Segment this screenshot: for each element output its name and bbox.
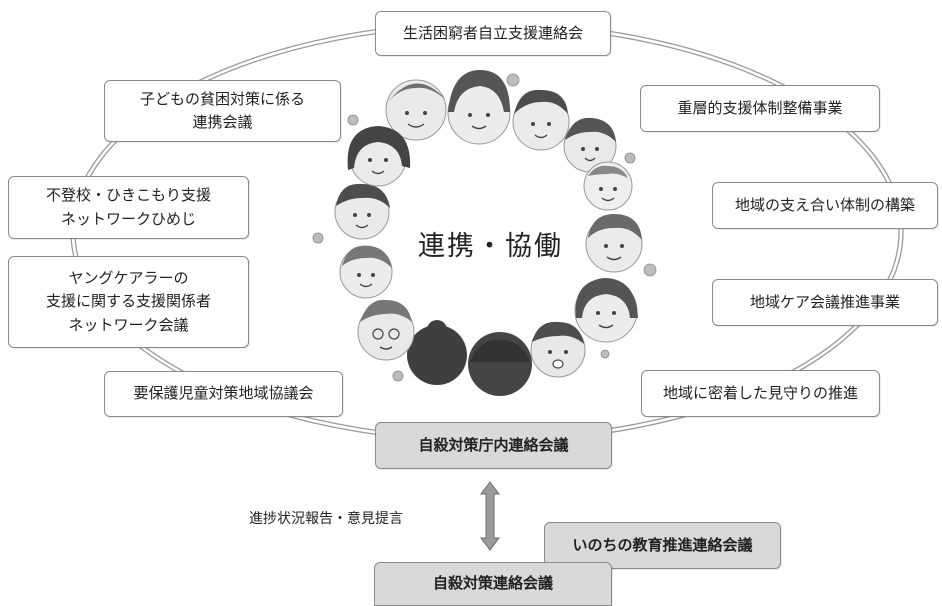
face-6: [585, 214, 643, 273]
face-11: [357, 299, 415, 361]
face-10: [407, 320, 467, 385]
hub-node-chonai-renraku: 自殺対策庁内連絡会議: [375, 422, 612, 469]
node-futoko-hikikomori: 不登校・ひきこもり支援 ネットワークひめじ: [8, 176, 249, 239]
node-mimamori: 地域に密着した見守りの推進: [641, 370, 880, 417]
double-arrow-icon: [480, 481, 500, 551]
flower-decorations: [312, 73, 657, 382]
face-3: [512, 89, 570, 151]
node-jusoteki-shien: 重層的支援体制整備事業: [640, 85, 880, 132]
node-sasaeai-taisei: 地域の支え合い体制の構築: [712, 182, 938, 229]
face-5: [583, 161, 633, 211]
faces-circle-illustration: [312, 70, 657, 396]
face-13: [334, 183, 390, 240]
arrow-label: 進捗状況報告・意見提言: [249, 511, 403, 527]
center-label: 連携・協働: [418, 231, 563, 262]
node-jisatsu-taisaku-renraku: 自殺対策連絡会議: [374, 562, 612, 606]
node-young-carer: ヤングケアラーの 支援に関する支援関係者 ネットワーク会議: [8, 256, 249, 348]
node-inochi-kyoiku: いのちの教育推進連絡会議: [544, 522, 781, 569]
face-12: [339, 245, 393, 299]
face-7: [574, 278, 638, 343]
face-14: [347, 126, 411, 187]
face-8: [530, 321, 586, 378]
face-2: [447, 70, 511, 145]
face-9: [468, 332, 532, 396]
face-1: [385, 79, 447, 141]
node-yohogo-jido: 要保護児童対策地域協議会: [104, 371, 343, 417]
face-4: [563, 117, 617, 173]
node-chiiki-care: 地域ケア会議推進事業: [712, 279, 938, 326]
node-seikatsu-konkyu: 生活困窮者自立支援連絡会: [375, 11, 611, 56]
node-kodomo-hinkon: 子どもの貧困対策に係る 連携会議: [104, 80, 341, 142]
